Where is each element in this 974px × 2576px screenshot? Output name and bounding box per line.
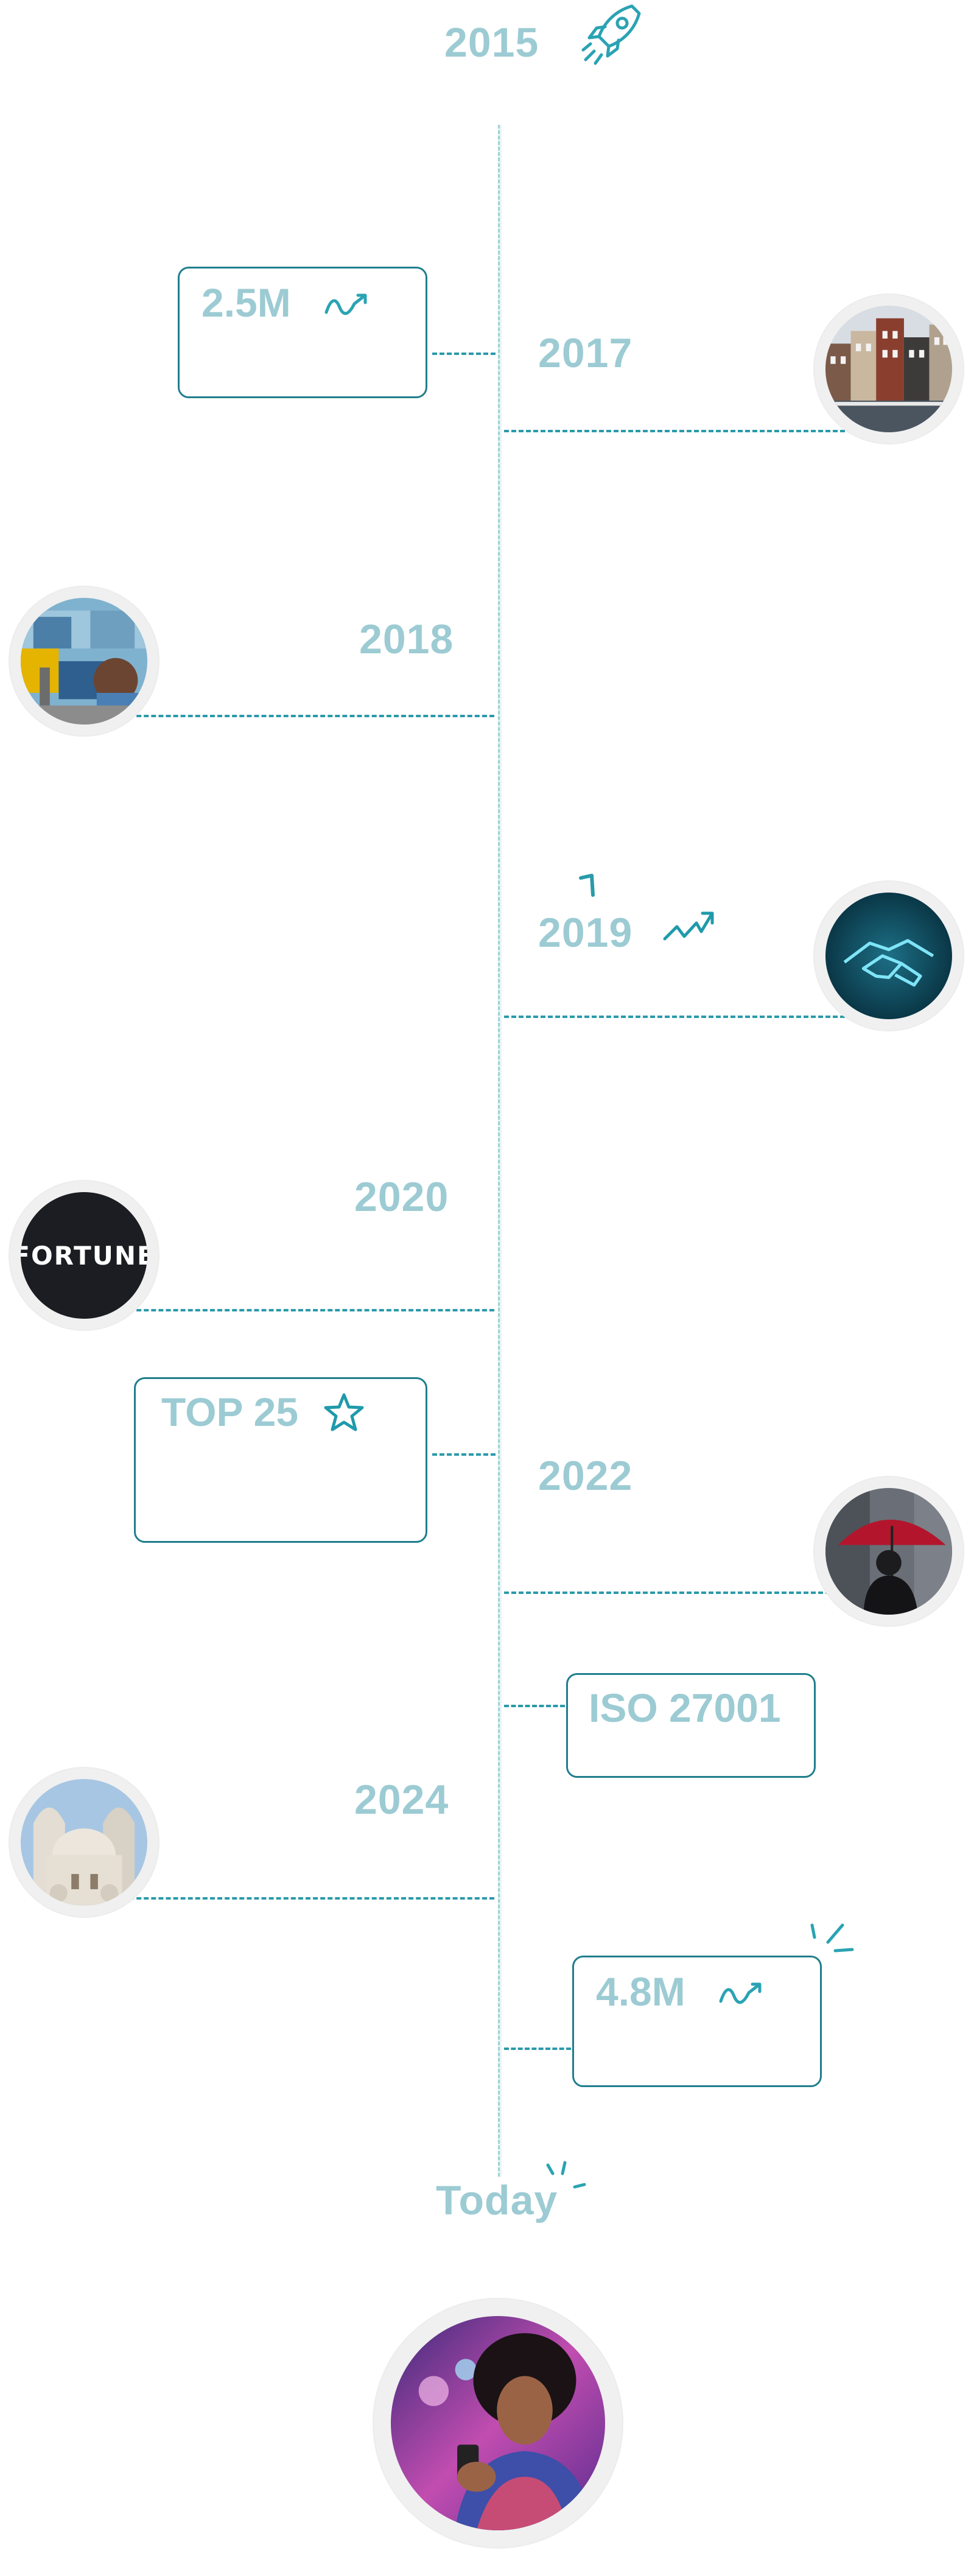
stat-card-2017: 2.5M <box>178 267 427 398</box>
trend-up-icon <box>663 911 714 941</box>
fortune-logo-text: FORTUNE <box>21 1240 147 1271</box>
year-2020: 2020 <box>354 1174 449 1220</box>
stat-value-iso: ISO 27001 <box>589 1685 781 1730</box>
photo-amsterdam <box>815 295 963 443</box>
stat-card-iso: ISO 27001 <box>566 1673 816 1778</box>
stat-card-2024: 4.8M <box>572 1956 822 2087</box>
connector-2024-stat <box>504 2048 571 2050</box>
connector-2017-stat <box>432 353 496 355</box>
year-2017: 2017 <box>538 330 633 376</box>
year-2018: 2018 <box>359 616 454 662</box>
connector-2020 <box>122 1309 494 1311</box>
connector-2019 <box>504 1016 845 1018</box>
connector-2017 <box>504 430 845 432</box>
logo-fortune: FORTUNE <box>10 1181 158 1330</box>
star-icon <box>324 1393 364 1431</box>
photo-mosque <box>10 1768 158 1917</box>
sparkle-icon <box>579 874 595 897</box>
photo-handshake <box>815 882 963 1030</box>
year-2022: 2022 <box>538 1453 633 1499</box>
year-2024: 2024 <box>354 1777 449 1823</box>
photo-woman-phone <box>374 2299 622 2547</box>
year-2015: 2015 <box>444 19 539 66</box>
trend-up-icon <box>324 293 367 315</box>
stat-value-2024: 4.8M <box>596 1969 685 2014</box>
photo-street-traffic <box>10 587 158 735</box>
stat-value-2017: 2.5M <box>201 280 291 325</box>
connector-top25-stat <box>432 1453 496 1456</box>
rocket-icon <box>581 4 641 65</box>
connector-2022 <box>504 1592 845 1594</box>
stat-value-top25: TOP 25 <box>161 1389 299 1434</box>
timeline-axis <box>498 125 502 2177</box>
today-label: Today <box>436 2177 558 2223</box>
connector-2018 <box>122 715 494 717</box>
year-2019: 2019 <box>538 910 633 956</box>
stat-card-top25: TOP 25 <box>134 1377 427 1543</box>
sparkle-icon <box>810 1923 854 1953</box>
photo-red-umbrella <box>815 1477 963 1626</box>
connector-2024 <box>122 1897 494 1900</box>
connector-iso-stat <box>504 1705 565 1707</box>
sparkle-icon <box>546 2161 586 2189</box>
trend-up-icon <box>719 1982 762 2004</box>
